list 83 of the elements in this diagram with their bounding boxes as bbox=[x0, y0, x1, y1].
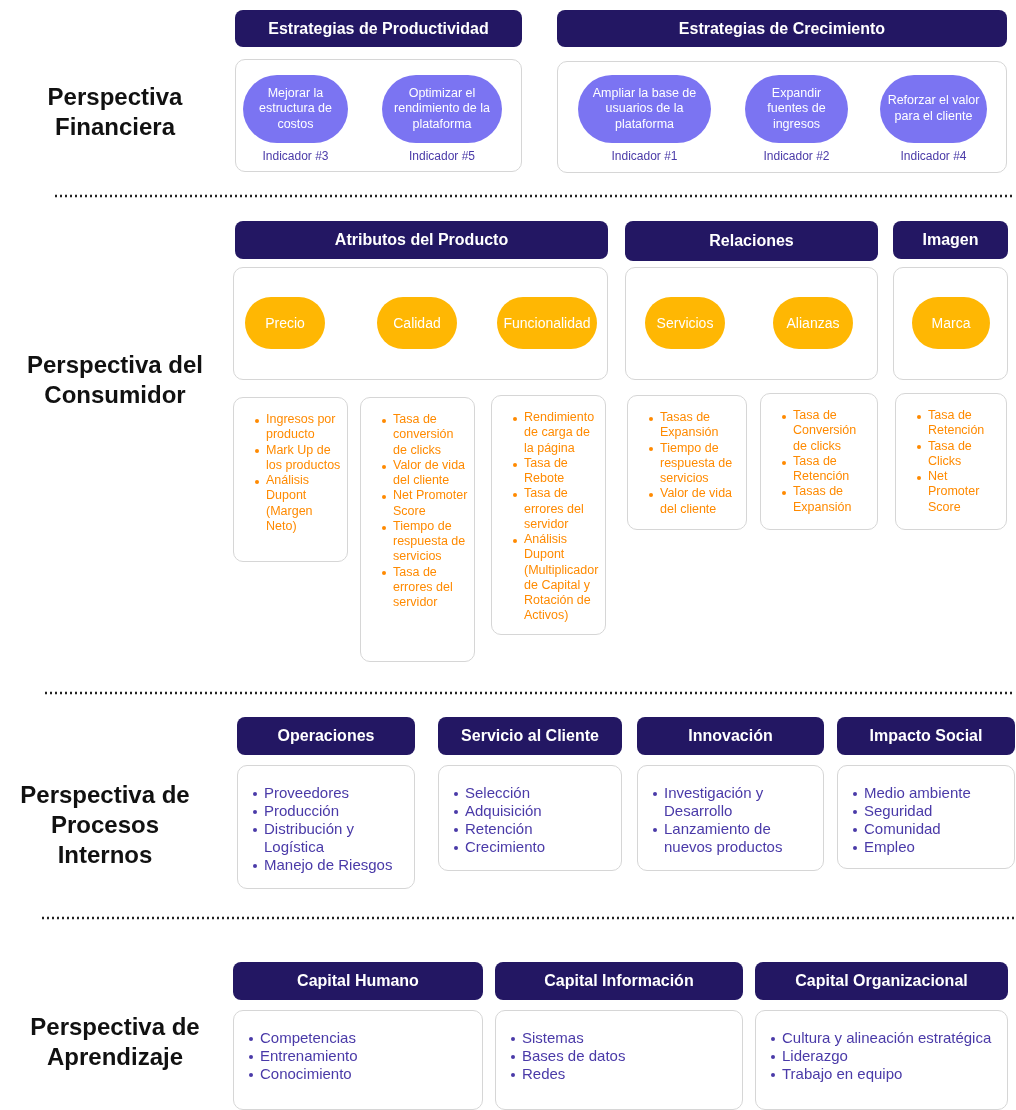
list-item: Investigación y Desarrollo bbox=[650, 784, 815, 820]
list-item: Tasa de Conversión de clicks bbox=[779, 408, 871, 454]
list-item: Proveedores bbox=[250, 784, 406, 802]
list-item: Retención bbox=[451, 820, 613, 838]
list-item: Adquisición bbox=[451, 802, 613, 820]
list-card bbox=[755, 1010, 1008, 1110]
section-header: Capital Información bbox=[495, 962, 743, 1000]
group-panel bbox=[233, 267, 608, 380]
list-item: Crecimiento bbox=[451, 838, 613, 856]
perspective-title: Perspectiva del Consumidor bbox=[25, 350, 205, 410]
list-item: Tasa de Retención bbox=[914, 408, 1000, 439]
list-item: Producción bbox=[250, 802, 406, 820]
section-header: Impacto Social bbox=[837, 717, 1015, 755]
list-card bbox=[495, 1010, 743, 1110]
list-item: Medio ambiente bbox=[850, 784, 1006, 802]
section-header: Relaciones bbox=[625, 221, 878, 261]
group-panel bbox=[557, 61, 1007, 173]
list-card bbox=[360, 397, 475, 662]
indicator-label: Indicador #2 bbox=[763, 149, 830, 163]
list-item: Liderazgo bbox=[768, 1047, 999, 1065]
indicator-label: Indicador #5 bbox=[408, 149, 475, 163]
list-item: Tiempo de respuesta de servicios bbox=[379, 518, 468, 565]
list-item: Mark Up de los productos bbox=[252, 442, 341, 473]
group-panel bbox=[625, 267, 878, 380]
list-item: Net Promoter Score bbox=[379, 488, 468, 519]
section-header: Imagen bbox=[893, 221, 1008, 259]
list-item: Manejo de Riesgos bbox=[250, 856, 406, 874]
list-item: Cultura y alineación estratégica bbox=[768, 1029, 999, 1047]
list-item: Seguridad bbox=[850, 802, 1006, 820]
list-card bbox=[491, 395, 606, 635]
list-card bbox=[237, 765, 415, 889]
section-header: Estrategias de Productividad bbox=[235, 10, 522, 47]
list-card bbox=[233, 1010, 483, 1110]
section-header: Capital Humano bbox=[233, 962, 483, 1000]
list-item: Sistemas bbox=[508, 1029, 734, 1047]
list-card bbox=[760, 393, 878, 530]
list-item: Empleo bbox=[850, 838, 1006, 856]
list-item: Tasa de conversión de clicks bbox=[379, 412, 468, 458]
list-item: Bases de datos bbox=[508, 1047, 734, 1065]
section-header: Atributos del Producto bbox=[235, 221, 608, 259]
section-header: Operaciones bbox=[237, 717, 415, 755]
list-card bbox=[895, 393, 1007, 530]
perspective-title: Perspectiva de Procesos Internos bbox=[19, 780, 191, 870]
list-item: Trabajo en equipo bbox=[768, 1065, 999, 1083]
section-header: Servicio al Cliente bbox=[438, 717, 622, 755]
perspective-title: Perspectiva de Aprendizaje bbox=[29, 1012, 201, 1072]
list-item: Competencias bbox=[246, 1029, 474, 1047]
list-card bbox=[438, 765, 622, 871]
group-panel bbox=[235, 59, 522, 172]
list-item: Entrenamiento bbox=[246, 1047, 474, 1065]
list-card bbox=[627, 395, 747, 530]
section-header: Capital Organizacional bbox=[755, 962, 1008, 1000]
list-item: Conocimiento bbox=[246, 1065, 474, 1083]
list-item: Tiempo de respuesta de servicios bbox=[646, 440, 740, 487]
list-item: Tasa de Retención bbox=[779, 453, 871, 485]
list-item: Selección bbox=[451, 784, 613, 802]
indicator-label: Indicador #3 bbox=[262, 149, 329, 163]
indicator-label: Indicador #4 bbox=[900, 149, 967, 163]
list-item: Valor de vida del cliente bbox=[646, 486, 740, 517]
list-item: Ingresos por producto bbox=[252, 412, 341, 443]
list-item: Tasas de Expansión bbox=[646, 410, 740, 441]
list-item: Análisis Dupont (Multiplicador de Capital y Rotación de Activos) bbox=[510, 532, 599, 624]
list-item: Valor de vida del cliente bbox=[379, 457, 468, 489]
list-item: Net Promoter Score bbox=[914, 469, 1000, 515]
perspective-title: Perspectiva Financiera bbox=[46, 82, 184, 142]
list-item: Comunidad bbox=[850, 820, 1006, 838]
list-item: Tasa de Clicks bbox=[914, 438, 1000, 469]
list-item: Tasa de Rebote bbox=[510, 455, 599, 487]
list-item: Tasa de errores del servidor bbox=[379, 564, 468, 611]
list-card bbox=[637, 765, 824, 871]
list-item: Tasa de errores del servidor bbox=[510, 486, 599, 532]
section-header: Estrategias de Crecimiento bbox=[557, 10, 1007, 47]
list-item: Tasas de Expansión bbox=[779, 484, 871, 515]
section-header: Innovación bbox=[637, 717, 824, 755]
group-panel bbox=[893, 267, 1008, 380]
list-item: Redes bbox=[508, 1065, 734, 1083]
list-item: Rendimiento de carga de la página bbox=[510, 410, 599, 456]
list-card bbox=[837, 765, 1015, 869]
list-card bbox=[233, 397, 348, 562]
indicator-label: Indicador #1 bbox=[611, 149, 678, 163]
list-item: Distribución y Logística bbox=[250, 820, 406, 856]
list-item: Lanzamiento de nuevos productos bbox=[650, 820, 815, 856]
list-item: Análisis Dupont (Margen Neto) bbox=[252, 473, 341, 534]
